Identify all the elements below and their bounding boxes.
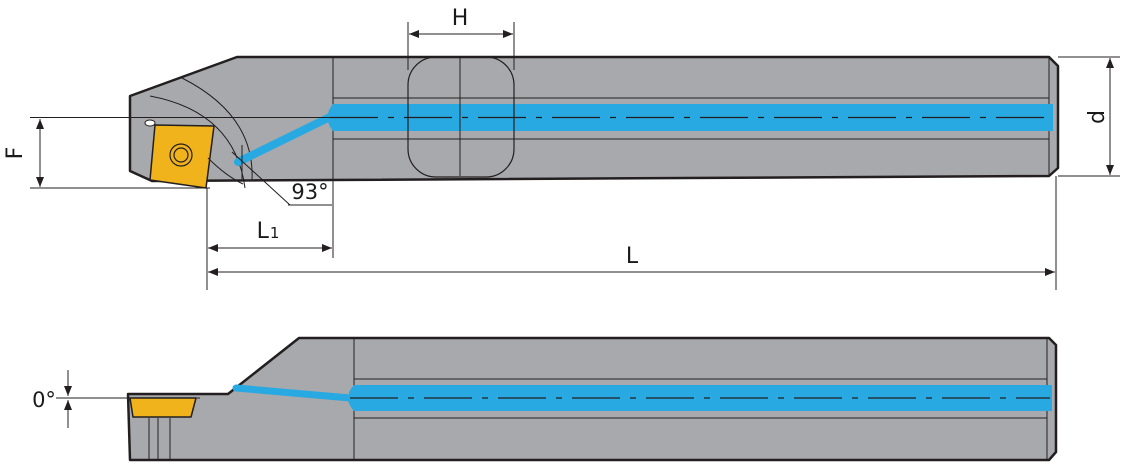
dim-F-label: F (3, 147, 28, 160)
side-view (126, 336, 1058, 462)
dim-zero-angle-label: 0° (32, 388, 56, 412)
dim-angle-leader (231, 151, 291, 206)
side-view-insert (129, 397, 197, 418)
dim-d-label: d (1085, 110, 1110, 124)
side-view-coolant-branch (232, 384, 354, 402)
side-view-dimensions (56, 370, 200, 428)
top-view (128, 55, 1060, 189)
top-view-dimensions (30, 22, 1120, 290)
dim-L-label: L (626, 244, 639, 269)
dim-L1-label-main: L (257, 219, 270, 244)
top-view-clamp-slot (144, 119, 156, 127)
dim-L1-label: L1 (257, 219, 280, 244)
dim-H-label: H (452, 6, 469, 31)
top-view-coolant-channel (327, 104, 1053, 131)
dim-angle-arc (207, 157, 244, 185)
dim-angle-label: 93° (291, 180, 328, 204)
top-view-insert-screw-inner (173, 147, 189, 163)
top-view-coolant-branch (234, 113, 334, 166)
side-view-coolant-channel (348, 385, 1052, 411)
dim-L1-label-sub: 1 (270, 224, 280, 242)
top-view-head-arc-2 (181, 77, 253, 181)
